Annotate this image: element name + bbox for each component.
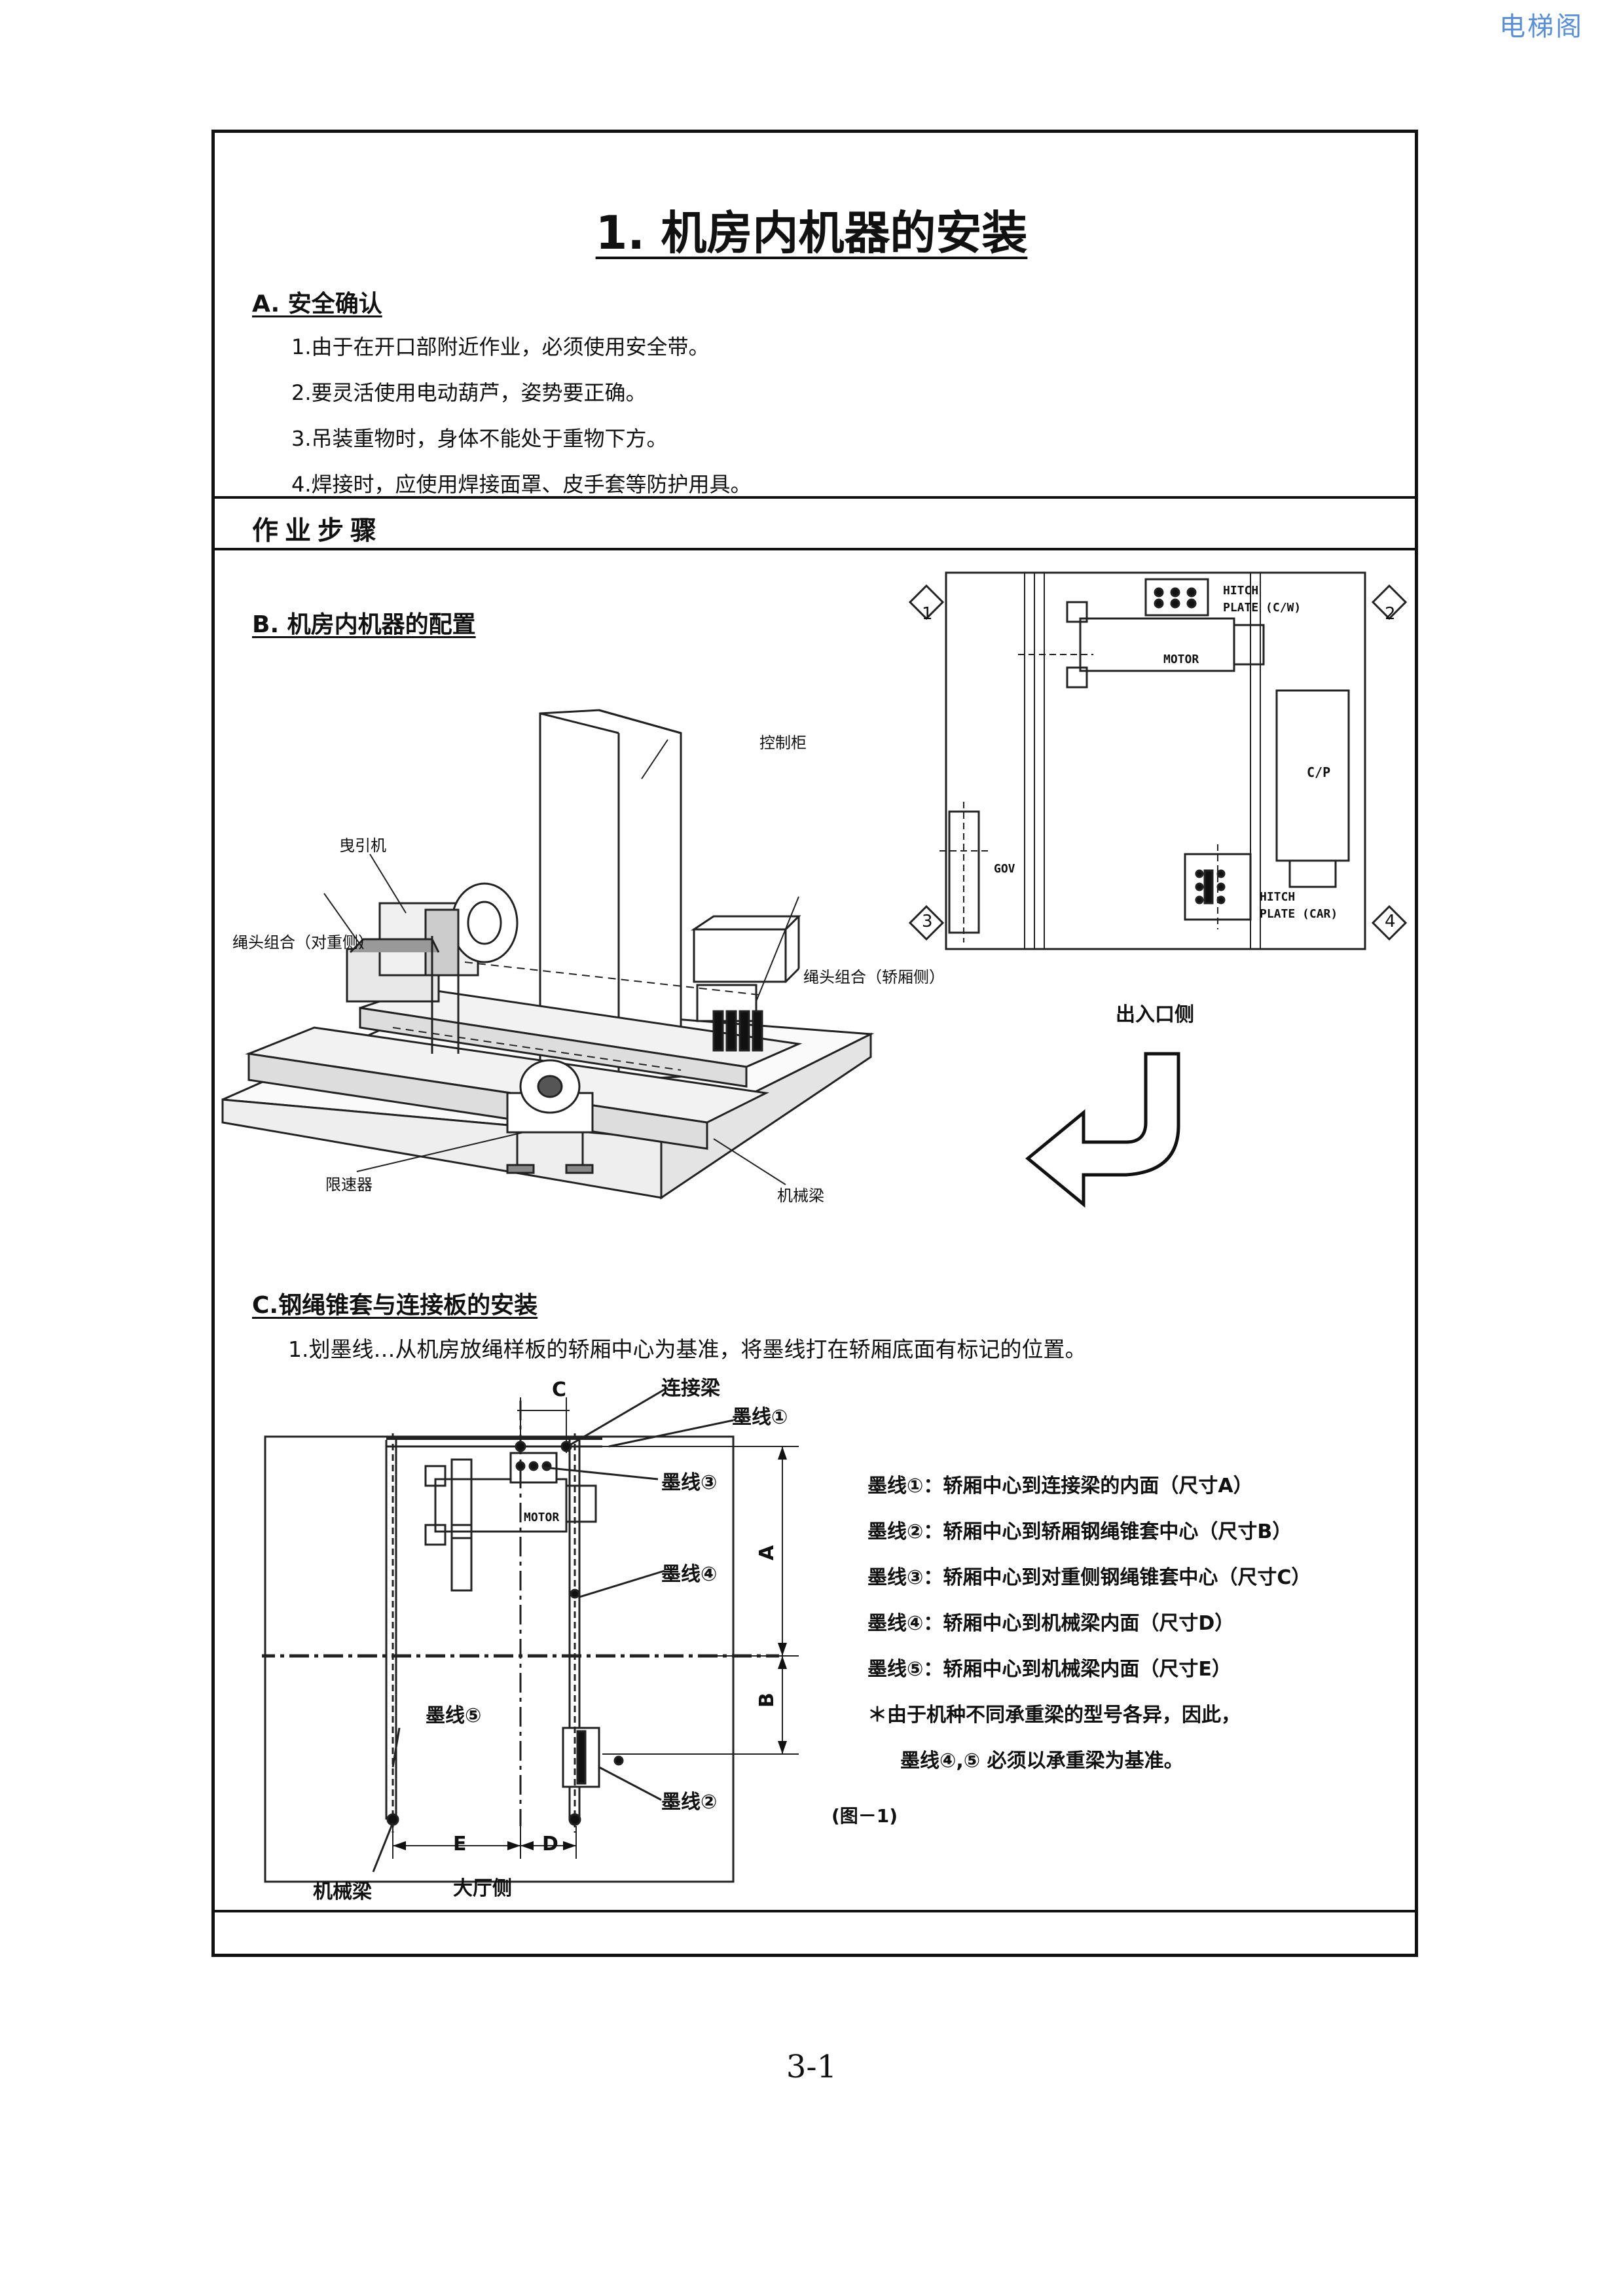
safety-item-4: 4.焊接时，应使用焊接面罩、皮手套等防护用具。 <box>291 472 752 497</box>
section-c-heading: C.钢绳锥套与连接板的安装 <box>252 1292 538 1319</box>
section-a-heading: A. 安全确认 <box>252 291 382 317</box>
dim-e-label: E <box>453 1833 467 1856</box>
marker-2: 2 <box>1385 604 1396 624</box>
label-governor: 限速器 <box>325 1175 373 1194</box>
label-rope-hitch-car: 绳头组合（轿厢侧） <box>803 968 945 986</box>
safety-item-3: 3.吊装重物时，身体不能处于重物下方。 <box>291 426 668 451</box>
divider-footer <box>211 1910 1418 1912</box>
plan-cp-label: C/P <box>1307 764 1331 780</box>
note-line5: 墨线⑤：轿厢中心到机械梁内面（尺寸E） <box>867 1658 1231 1681</box>
plan-motor-label: MOTOR <box>1163 653 1199 666</box>
line2-label: 墨线② <box>661 1791 718 1814</box>
marker-3: 3 <box>922 912 933 931</box>
page-title: 1. 机房内机器的安装 <box>595 206 1028 260</box>
label-control-cabinet: 控制柜 <box>759 734 807 752</box>
section-c-step1: 1.划墨线…从机房放绳样板的轿厢中心为基准，将墨线打在轿厢底面有标记的位置。 <box>288 1336 1087 1362</box>
entrance-side-label: 出入口侧 <box>1116 1003 1194 1026</box>
dim-c-label: C <box>552 1378 567 1401</box>
watermark-text: 电梯阁 <box>1499 12 1584 42</box>
marker-4: 4 <box>1385 912 1396 931</box>
note-line2: 墨线②：轿厢中心到轿厢钢绳锥套中心（尺寸B） <box>867 1520 1292 1543</box>
label-rope-hitch-cw: 绳头组合（对重侧） <box>232 933 374 952</box>
note-caveat-2: 墨线④,⑤ 必须以承重梁为基准。 <box>900 1749 1184 1772</box>
line1-label: 墨线① <box>732 1406 788 1429</box>
safety-item-1: 1.由于在开口部附近作业，必须使用安全带。 <box>291 334 710 359</box>
drawing-motor-label: MOTOR <box>524 1511 560 1524</box>
line4-label: 墨线④ <box>661 1563 718 1586</box>
dim-d-label: D <box>542 1833 558 1856</box>
note-line4: 墨线④：轿厢中心到机械梁内面（尺寸D） <box>867 1612 1235 1635</box>
page-frame <box>211 130 1418 1957</box>
machine-room-plan-drawing <box>908 571 1408 950</box>
dim-a-label: A <box>756 1545 779 1561</box>
note-line1: 墨线①：轿厢中心到连接梁的内面（尺寸A） <box>867 1475 1253 1498</box>
page-number: 3-1 <box>786 2049 837 2085</box>
safety-item-2: 2.要灵活使用电动葫芦，姿势要正确。 <box>291 380 647 405</box>
note-line3: 墨线③：轿厢中心到对重侧钢绳锥套中心（尺寸C） <box>867 1566 1311 1589</box>
curved-arrow-icon <box>1025 1052 1180 1208</box>
plan-gov-label: GOV <box>994 862 1015 876</box>
machine-beam-label: 机械梁 <box>313 1880 372 1903</box>
note-caveat: ＊由于机种不同承重梁的型号各异，因此， <box>867 1704 1241 1727</box>
steps-label: 作业步骤 <box>252 516 383 546</box>
section-b-heading: B. 机房内机器的配置 <box>252 611 476 638</box>
divider-steps-bottom <box>211 548 1418 550</box>
divider-steps-top <box>211 496 1418 499</box>
line3-label: 墨线③ <box>661 1471 718 1494</box>
machine-room-iso-drawing <box>221 709 875 1200</box>
hall-side-label: 大厅侧 <box>453 1877 512 1900</box>
label-machine-beam: 机械梁 <box>777 1187 824 1205</box>
figure-label: (图－1) <box>831 1805 898 1827</box>
line5-label: 墨线⑤ <box>426 1704 482 1727</box>
label-traction-machine: 曳引机 <box>339 836 386 855</box>
marking-line-drawing <box>262 1386 799 1883</box>
connecting-beam-label: 连接梁 <box>661 1377 720 1400</box>
dim-b-label: B <box>755 1693 778 1708</box>
marker-1: 1 <box>922 604 933 624</box>
